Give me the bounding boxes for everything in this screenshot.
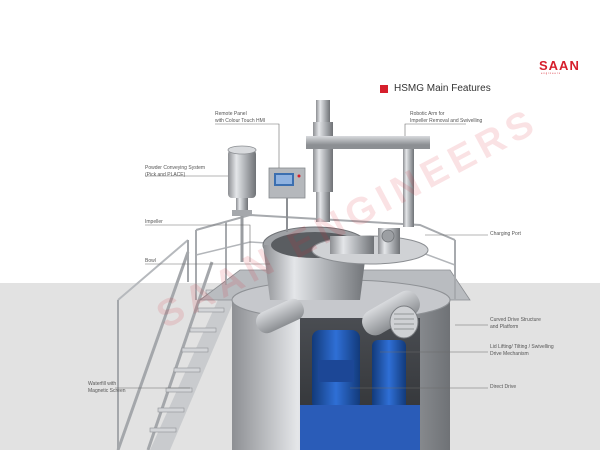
- callout-charging-port: Charging Port: [490, 231, 521, 237]
- callout-robotic-arm: Robotic Arm for Impeller Removal and Swi…: [410, 111, 483, 124]
- callout-bowl: Bowl: [145, 258, 156, 264]
- callout-lid-lifting: Lid Lifting/ Tilting / Swivelling Drive …: [490, 344, 554, 357]
- leader-lines: [115, 123, 488, 389]
- robotic-arm: [306, 100, 430, 227]
- staircase: [116, 239, 242, 450]
- remote-panel: [268, 167, 306, 232]
- heading-marker: [380, 85, 388, 93]
- page-title: HSMG Main Features: [394, 83, 491, 94]
- callout-powder-conveying: Powder Conveying System (Pick and PLACE): [145, 165, 206, 178]
- lid-assembly: [311, 228, 429, 265]
- chopper-cylinders: [255, 290, 420, 339]
- brand-logo: SAAN: [539, 58, 580, 73]
- callout-impeller: Impeller: [145, 219, 163, 225]
- callout-direct-drive: Direct Drive: [490, 384, 517, 390]
- callout-remote-panel: Remote Panel with Colour Touch HMI: [215, 111, 266, 124]
- callout-curved-drive: Curved Drive Structure and Platform: [490, 317, 541, 330]
- callout-waterfill: Waterfill with Magnetic Screen: [88, 381, 126, 394]
- brand-tagline: engineers: [541, 72, 561, 75]
- powder-conveying-system: [227, 145, 257, 262]
